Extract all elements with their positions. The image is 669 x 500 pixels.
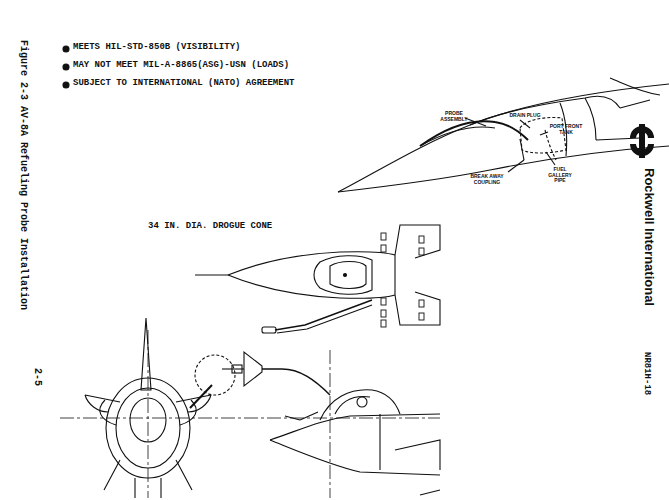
nose-perspective — [338, 78, 669, 192]
dimension: 34 IN. DIA. DROGUE CONE — [148, 222, 272, 232]
part-name: BREAK AWAY COUPLING — [470, 174, 504, 185]
drogue-cone — [222, 352, 330, 395]
page-number: 2-5 — [32, 368, 43, 386]
figure-caption: Figure 2-3 AV-8A Refueling Probe Install… — [18, 40, 29, 310]
bullet — [63, 46, 69, 52]
document-number: NR81H-18 — [641, 352, 651, 395]
plan-view — [195, 225, 440, 333]
note: MEETS HIL-STD-850B (VISIBILITY) — [73, 43, 240, 53]
company-name: Rockwell International — [642, 168, 656, 306]
bullet — [63, 64, 69, 70]
note: SUBJECT TO INTERNATIONAL (NATO) AGREEMEN… — [73, 79, 294, 89]
part-name: FUEL GALLERY PIPE — [543, 167, 577, 184]
side-view — [270, 390, 440, 495]
part-name: PORT FRONT TANK — [549, 124, 583, 135]
front-view — [85, 318, 235, 498]
note: MAY NOT MEET MIL-A-8865(ASG)-USN (LOADS) — [73, 61, 289, 71]
part-name: PROBE ASSEMBLY — [437, 111, 471, 122]
part-name: DRAIN PLUG — [508, 113, 542, 119]
bullet — [63, 82, 69, 88]
company-logo — [630, 124, 654, 158]
